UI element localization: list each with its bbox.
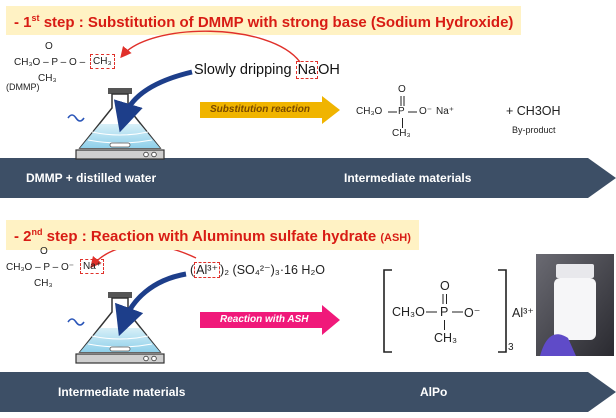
reactant2-formula: CH₃O – P – O⁻ [6,262,75,273]
right-bracket [498,269,507,353]
dmmp-methyl-box: CH₃ [90,54,115,69]
reactant2-na-box: Na⁺ [80,259,105,274]
step2-process-bar [0,372,616,412]
step1-stir-mark [67,114,85,122]
magnetic-stir-plate-icon [75,353,165,364]
byproduct-label: By-product [512,125,556,135]
dmmp-label: (DMMP) [6,82,40,92]
dmmp-formula: CH₃O – P – O – [14,57,86,68]
vial-photo-icon [536,254,614,356]
product2-p: P [440,305,449,319]
product2-subscript: 3 [508,342,514,353]
product2-al: Al³⁺ [512,306,534,320]
product1-ch3-bottom: CH₃ [392,128,411,139]
step1-title: - 1st step : Substitution of DMMP with s… [6,6,522,35]
dmmp-o-top: O [45,41,53,52]
step1-exchange-arrow [120,30,301,63]
step2-bar-left-label: Intermediate materials [58,385,186,399]
step2-stir-mark [67,318,85,326]
ash-reaction-arrow [200,305,340,335]
reactant2-o-top: O [40,246,48,257]
product2-o-top: O [440,279,450,293]
step2-bar-right-label: AlPo [420,385,448,399]
step2-title: - 2nd step : Reaction with Aluminum sulf… [6,220,419,250]
ash-reaction-label: Reaction with ASH [220,314,309,325]
erlenmeyer-flask-icon [78,88,162,149]
step1-bar-left-label: DMMP + distilled water [26,171,157,185]
dmmp-ch3-bottom: CH₃ [38,73,57,84]
product2-ch3-bottom: CH₃ [434,331,458,345]
magnetic-stir-plate-icon [75,149,165,160]
step1-bar-right-label: Intermediate materials [344,171,472,185]
substitution-arrow [200,96,340,124]
product2-o-minus: O⁻ [464,306,481,320]
substitution-reaction-label: Substitution reaction [210,104,310,115]
reactant2-ch3-bottom: CH₃ [34,278,53,289]
product1-p: P [398,106,405,117]
stir-bar-icon [109,346,131,352]
product2-ch3o: CH₃O [392,305,425,319]
stir-bar-icon [109,142,131,148]
left-bracket [383,269,392,353]
product1-o-minus: O⁻ [419,106,433,117]
step1-process-bar [0,158,616,198]
step1-dripping-arrow [113,69,193,133]
product1-o-top: O [398,84,406,95]
erlenmeyer-flask-icon [78,292,162,353]
step2-adding-arrow [115,271,187,337]
product1-ch3o: CH₃O [356,106,383,117]
ash-formula: (Al³⁺)₂ (SO₄²⁻)₃·16 H₂O [190,262,326,278]
product1-na: Na⁺ [436,106,455,117]
byproduct-formula: + CH3OH [506,104,561,118]
